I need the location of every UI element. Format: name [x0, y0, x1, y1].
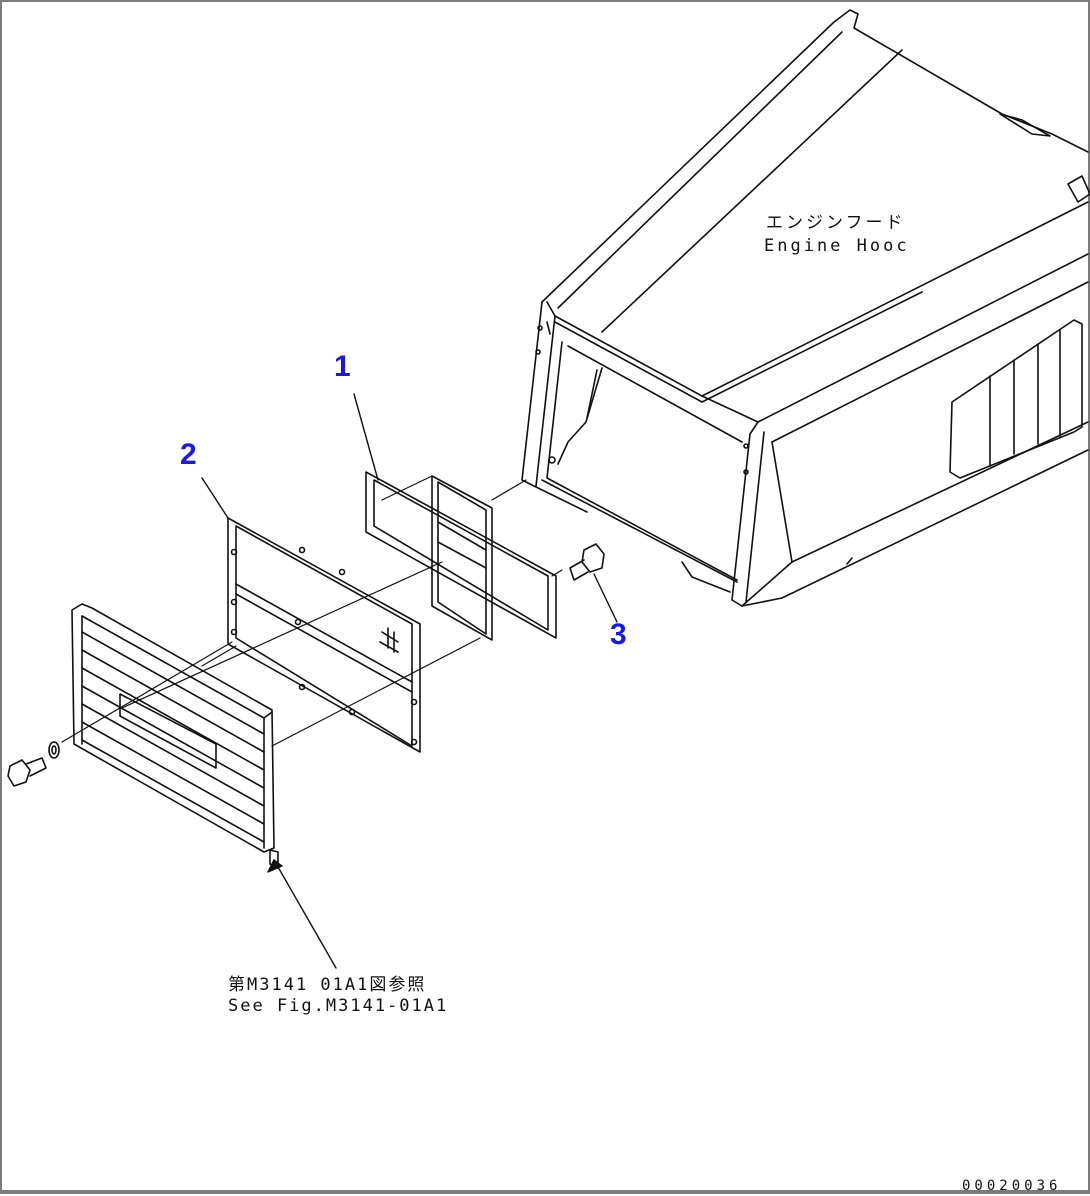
drawing-code: 00020036 [962, 1178, 1062, 1194]
callout-part-1[interactable]: 1 [334, 350, 351, 383]
leader-lines [201, 393, 618, 969]
louvered-grille [71, 603, 275, 853]
callout-part-3[interactable]: 3 [610, 618, 627, 651]
bolt-left [7, 741, 60, 787]
engine-hood [521, 9, 1090, 607]
engine-hood-label-en: Engine Hooc [764, 236, 910, 256]
engine-hood-label-jp: エンジンフード [766, 213, 906, 233]
see-figure-label-jp[interactable]: 第M3141 01A1図参照 [228, 975, 427, 995]
part-3-bolt [569, 543, 605, 581]
assembly-lines [61, 475, 563, 747]
callout-part-2[interactable]: 2 [180, 438, 197, 471]
see-figure-label-en[interactable]: See Fig.M3141-01A1 [228, 996, 449, 1016]
part-1-gasket [365, 471, 557, 641]
part-2-panel [227, 517, 421, 753]
